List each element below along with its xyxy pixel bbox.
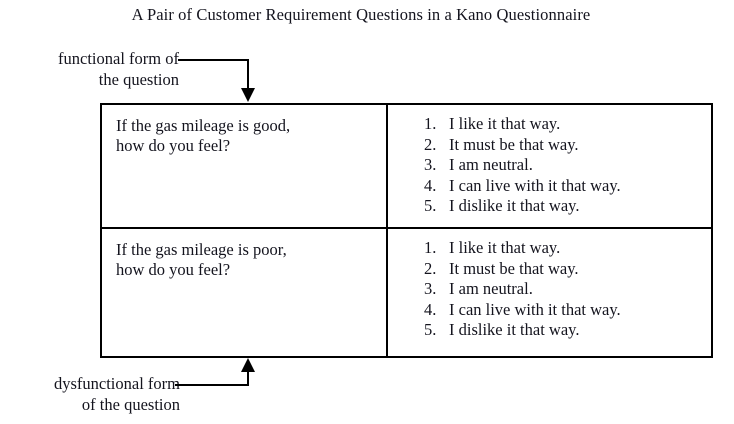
dysfunctional-form-label-line1: dysfunctional form bbox=[53, 374, 180, 393]
answer-option[interactable]: 5. I dislike it that way. bbox=[424, 196, 711, 217]
answer-option[interactable]: 5. I dislike it that way. bbox=[424, 320, 711, 341]
answer-cell-dysfunctional: 1. I like it that way. 2. It must be tha… bbox=[388, 229, 711, 356]
answer-number: 2. bbox=[424, 134, 437, 154]
answer-text: I dislike it that way. bbox=[449, 320, 580, 339]
answer-number: 4. bbox=[424, 175, 437, 195]
answer-text: It must be that way. bbox=[449, 258, 579, 278]
answer-text: I like it that way. bbox=[449, 238, 561, 257]
functional-form-label-line2: the question bbox=[98, 70, 179, 89]
question-functional-line1: If the gas mileage is good, bbox=[116, 116, 291, 135]
answer-option[interactable]: 3. I am neutral. bbox=[424, 279, 711, 300]
question-functional-line2: how do you feel? bbox=[116, 136, 231, 155]
answer-number: 5. bbox=[424, 320, 437, 339]
answer-text: It must be that way. bbox=[449, 134, 579, 154]
answer-option[interactable]: 4. I can live with it that way. bbox=[424, 176, 711, 197]
question-dysfunctional-line2: how do you feel? bbox=[116, 260, 231, 279]
dysfunctional-leader-vertical bbox=[247, 371, 249, 385]
question-cell-dysfunctional: If the gas mileage is poor, how do you f… bbox=[102, 229, 388, 356]
answer-text: I am neutral. bbox=[449, 279, 533, 298]
question-cell-functional: If the gas mileage is good, how do you f… bbox=[102, 105, 388, 227]
answer-text: I can live with it that way. bbox=[449, 175, 621, 195]
table-row-dysfunctional: If the gas mileage is poor, how do you f… bbox=[102, 229, 711, 356]
answer-option[interactable]: 2. It must be that way. bbox=[424, 259, 711, 280]
functional-form-label-line1: functional form of bbox=[58, 49, 179, 68]
answer-number: 4. bbox=[424, 299, 437, 319]
figure-title: A Pair of Customer Requirement Questions… bbox=[131, 5, 591, 24]
answer-option[interactable]: 3. I am neutral. bbox=[424, 155, 711, 176]
answer-text: I dislike it that way. bbox=[449, 196, 580, 215]
answer-text: I am neutral. bbox=[449, 155, 533, 174]
table-row-functional: If the gas mileage is good, how do you f… bbox=[102, 105, 711, 229]
functional-arrow-down-icon bbox=[241, 88, 255, 102]
answer-number: 2. bbox=[424, 258, 437, 278]
functional-form-label: functional form of the question bbox=[7, 48, 179, 90]
answer-option[interactable]: 1. I like it that way. bbox=[424, 238, 711, 259]
answer-option[interactable]: 4. I can live with it that way. bbox=[424, 300, 711, 321]
dysfunctional-form-label: dysfunctional form of the question bbox=[5, 373, 180, 415]
answer-list-functional: 1. I like it that way. 2. It must be tha… bbox=[388, 114, 711, 217]
answer-number: 3. bbox=[424, 155, 437, 174]
question-text-functional: If the gas mileage is good, how do you f… bbox=[116, 116, 386, 156]
answer-list-dysfunctional: 1. I like it that way. 2. It must be tha… bbox=[388, 238, 711, 341]
answer-option[interactable]: 2. It must be that way. bbox=[424, 135, 711, 156]
dysfunctional-form-label-line2: of the question bbox=[81, 395, 180, 414]
answer-number: 1. bbox=[424, 114, 437, 133]
answer-number: 1. bbox=[424, 238, 437, 257]
dysfunctional-leader-horizontal bbox=[175, 384, 249, 386]
dysfunctional-arrow-up-icon bbox=[241, 358, 255, 372]
question-text-dysfunctional: If the gas mileage is poor, how do you f… bbox=[116, 240, 386, 280]
functional-leader-vertical bbox=[247, 59, 249, 90]
answer-text: I can live with it that way. bbox=[449, 299, 621, 319]
answer-number: 3. bbox=[424, 279, 437, 298]
questionnaire-table: If the gas mileage is good, how do you f… bbox=[100, 103, 713, 358]
functional-leader-horizontal bbox=[178, 59, 249, 61]
answer-cell-functional: 1. I like it that way. 2. It must be tha… bbox=[388, 105, 711, 227]
answer-text: I like it that way. bbox=[449, 114, 561, 133]
answer-option[interactable]: 1. I like it that way. bbox=[424, 114, 711, 135]
answer-number: 5. bbox=[424, 196, 437, 215]
question-dysfunctional-line1: If the gas mileage is poor, bbox=[116, 240, 287, 259]
